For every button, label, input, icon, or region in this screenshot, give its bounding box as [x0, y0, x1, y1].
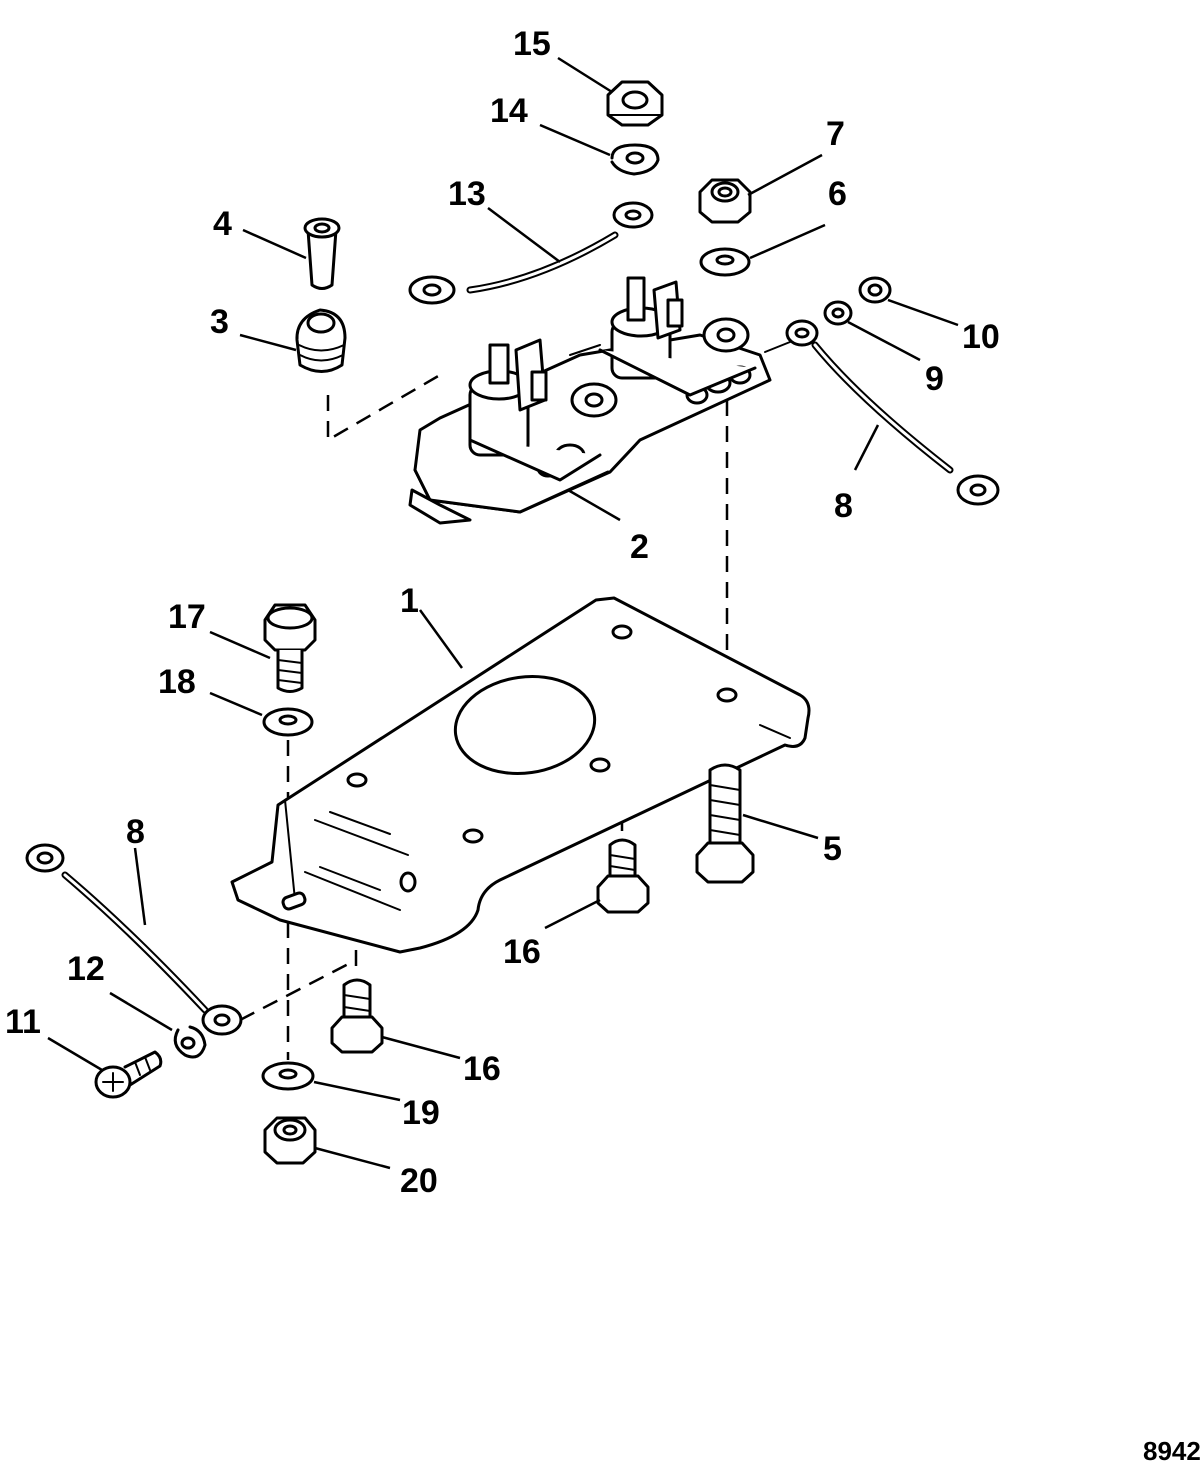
- callout-17: 17: [168, 598, 206, 636]
- callout-11: 11: [5, 1003, 41, 1041]
- figure-number: 8942: [1143, 1436, 1200, 1466]
- callout-9: 9: [925, 360, 944, 398]
- callout-4: 4: [213, 205, 232, 243]
- mounting-plate: [230, 596, 811, 954]
- callout-16-right: 16: [503, 933, 541, 971]
- leader-lines: [47, 56, 959, 1170]
- callout-12: 12: [67, 950, 105, 988]
- nut-7: [698, 178, 752, 224]
- nut-10: [858, 276, 892, 304]
- callout-13: 13: [448, 175, 486, 213]
- washer-6: [699, 247, 751, 277]
- nut-20: [263, 1116, 317, 1165]
- callout-5: 5: [823, 830, 842, 868]
- bolt-5: [695, 763, 755, 884]
- solenoid-assembly: [408, 276, 772, 525]
- callout-19: 19: [402, 1094, 440, 1132]
- cable-8-upper: [764, 319, 1000, 506]
- callout-2: 2: [630, 528, 649, 566]
- callout-16-left: 16: [463, 1050, 501, 1088]
- callout-8-upper: 8: [834, 487, 853, 525]
- lock-washer-14: [610, 143, 660, 176]
- lock-washer-12: [173, 1025, 207, 1059]
- cable-13: [408, 201, 654, 305]
- grommet: [295, 308, 347, 373]
- callout-6: 6: [828, 175, 847, 213]
- bolt-16-right: [596, 838, 650, 914]
- callout-8-lower: 8: [126, 813, 145, 851]
- bushing: [303, 217, 341, 290]
- callout-14: 14: [490, 92, 528, 130]
- cable-8-lower: [25, 843, 243, 1036]
- callout-7: 7: [826, 115, 845, 153]
- callout-1: 1: [400, 582, 419, 620]
- callout-3: 3: [210, 303, 229, 341]
- callout-20: 20: [400, 1162, 438, 1200]
- callout-15: 15: [513, 25, 551, 63]
- bolt-16-left: [330, 978, 384, 1054]
- bolt-17: [263, 603, 317, 693]
- nut-15: [606, 80, 664, 127]
- washer-19: [261, 1061, 315, 1091]
- callout-labels: 1 2 3 4 5 6 7 8 8 9 10 11 12 13 14 15 16…: [5, 25, 1000, 1200]
- screw-11: [94, 1050, 163, 1099]
- lock-washer-9: [823, 300, 853, 326]
- washer-18: [262, 707, 314, 737]
- callout-10: 10: [962, 318, 1000, 356]
- callout-18: 18: [158, 663, 196, 701]
